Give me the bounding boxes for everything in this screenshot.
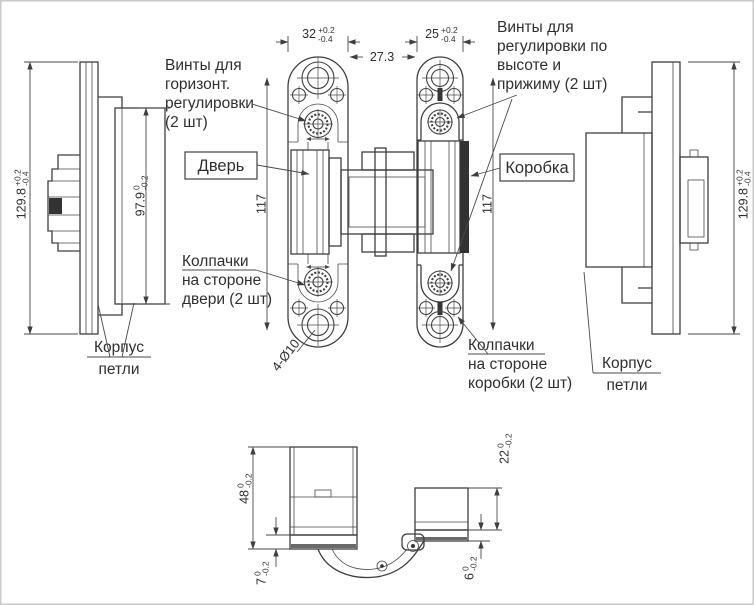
svg-text:32: 32 [302, 27, 316, 41]
svg-text:петли: петли [607, 377, 648, 394]
bottom-view: 48 0 -0.2 7 0 -0.2 22 0 -0.2 6 0 -0.2 [236, 433, 514, 585]
hinge-body-label-right: Корпус петли [602, 355, 652, 394]
svg-text:0: 0 [461, 566, 471, 571]
adjust-arrow-icon [306, 137, 330, 141]
svg-text:-0.4: -0.4 [318, 34, 333, 44]
dim-117-left: 117 [255, 194, 269, 214]
adjust-arrow-icon [306, 265, 330, 269]
svg-text:0: 0 [496, 443, 506, 448]
hinge-mechanism [290, 140, 469, 257]
svg-text:Корпус: Корпус [602, 355, 652, 372]
svg-text:регулировки по: регулировки по [497, 38, 607, 55]
svg-text:0: 0 [132, 185, 142, 190]
frame-label: Коробка [505, 159, 569, 177]
svg-text:+0.2: +0.2 [735, 169, 745, 186]
svg-text:Корпус: Корпус [94, 339, 144, 356]
door-label-box [184, 151, 258, 180]
door-label: Дверь [198, 157, 245, 175]
note-horizontal-screws: Винты для горизонт. регулировки (2 шт) [165, 57, 254, 131]
dim-97-9: 97.9 0 -0.2 [132, 175, 150, 216]
svg-text:Винты для: Винты для [165, 57, 242, 74]
svg-text:0: 0 [253, 571, 263, 576]
svg-text:117: 117 [481, 194, 495, 214]
dim-25: 25 +0.2 -0.4 [425, 25, 458, 44]
cup-dark-band [49, 198, 62, 214]
svg-text:Колпачки: Колпачки [182, 253, 249, 270]
arm-pivot [376, 560, 388, 572]
svg-text:-0.2: -0.2 [244, 473, 254, 488]
front-view [287, 56, 469, 348]
svg-text:Винты для: Винты для [497, 19, 574, 36]
svg-text:+0.2: +0.2 [13, 169, 23, 186]
svg-text:прижиму (2 шт): прижиму (2 шт) [497, 76, 607, 93]
svg-text:двери (2 шт): двери (2 шт) [182, 291, 272, 308]
dim-129-8-right: 129.8 +0.2 -0.4 [735, 169, 753, 219]
svg-text:6: 6 [463, 573, 477, 580]
svg-text:горизонт.: горизонт. [165, 76, 230, 93]
frame-plate-lip [414, 529, 469, 542]
note-caps-frame: Колпачки на стороне коробки (2 шт) [468, 337, 572, 392]
dim-7: 7 0 -0.2 [253, 561, 271, 585]
right-side-view: 129.8 +0.2 -0.4 Корпус петли [583, 61, 753, 394]
frame-seal-strip [460, 141, 469, 253]
svg-text:-0.2: -0.2 [504, 433, 514, 448]
dim-32: 32 +0.2 -0.4 [302, 25, 335, 44]
hinge-body-side-right [585, 132, 653, 268]
dim-27-3: 27.3 [370, 50, 394, 64]
note-caps-door: Колпачки на стороне двери (2 шт) [182, 253, 272, 308]
svg-text:на стороне: на стороне [182, 272, 261, 289]
svg-text:97.9: 97.9 [134, 192, 148, 216]
door-leaf-plate-side [79, 61, 99, 335]
svg-text:+0.2: +0.2 [318, 25, 335, 35]
frame-label-box [499, 153, 575, 182]
svg-text:(2 шт): (2 шт) [165, 114, 208, 131]
svg-text:48: 48 [238, 490, 252, 504]
svg-text:высоте и: высоте и [497, 57, 561, 74]
note-height-screws: Винты для регулировки по высоте и прижим… [497, 19, 607, 93]
svg-text:-0.4: -0.4 [743, 171, 753, 186]
dim-48: 48 0 -0.2 [236, 473, 254, 504]
left-side-view: 129.8 +0.2 -0.4 97.9 0 -0.2 Корпус петли [13, 61, 170, 378]
dim-22: 22 0 -0.2 [496, 433, 514, 464]
dim-117-right: 117 [481, 194, 495, 214]
callouts: Винты для горизонт. регулировки (2 шт) В… [165, 19, 607, 392]
hinge-arm-outer [317, 540, 425, 579]
svg-text:на стороне: на стороне [468, 356, 547, 373]
hinge-cup-stack [47, 154, 80, 252]
svg-text:Колпачки: Колпачки [468, 337, 535, 354]
svg-text:петли: петли [99, 361, 140, 378]
door-plate-outline [287, 56, 349, 348]
svg-text:-0.2: -0.2 [261, 561, 271, 576]
dim-6: 6 0 -0.2 [461, 556, 479, 580]
door-plate-lip [289, 534, 358, 550]
svg-text:регулировки: регулировки [165, 95, 254, 112]
svg-text:+0.2: +0.2 [441, 25, 458, 35]
svg-text:25: 25 [425, 27, 439, 41]
svg-text:-0.2: -0.2 [469, 556, 479, 571]
svg-text:коробки (2 шт): коробки (2 шт) [468, 375, 572, 392]
svg-text:129.8: 129.8 [15, 188, 29, 219]
svg-text:-0.4: -0.4 [441, 34, 456, 44]
svg-text:22: 22 [498, 450, 512, 464]
svg-text:0: 0 [236, 483, 246, 488]
svg-text:129.8: 129.8 [737, 188, 751, 219]
dimensions-front: 32 +0.2 -0.4 27.3 25 +0.2 -0.4 117 117 [255, 25, 496, 331]
svg-text:7: 7 [255, 578, 269, 585]
dim-129-8-left: 129.8 +0.2 -0.4 [13, 169, 31, 219]
svg-text:117: 117 [255, 194, 269, 214]
svg-text:-0.2: -0.2 [140, 175, 150, 190]
arm-pivot [407, 540, 419, 552]
svg-text:-0.4: -0.4 [21, 171, 31, 186]
